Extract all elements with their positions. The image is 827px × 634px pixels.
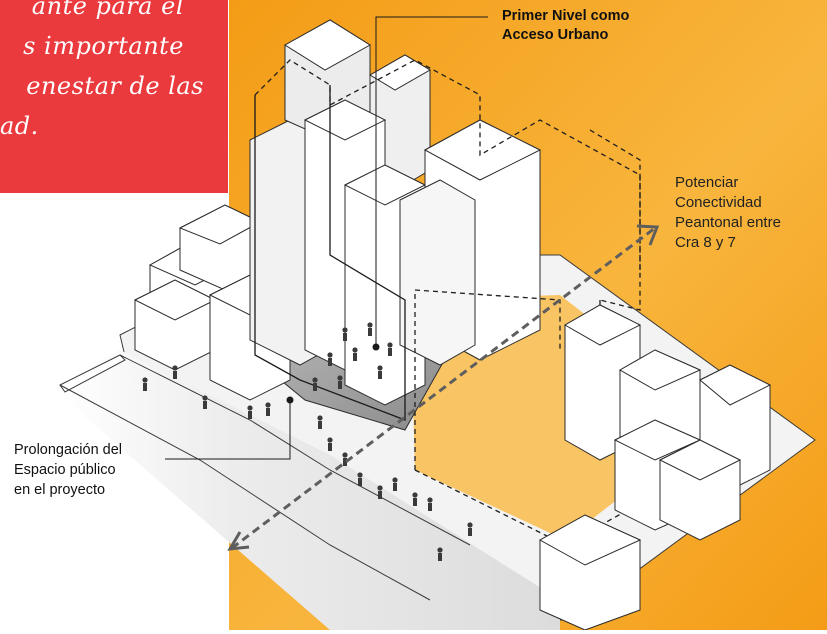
label-line: Acceso Urbano <box>502 27 609 43</box>
leader-lines <box>165 16 488 460</box>
label-line: Prolongación del <box>14 442 123 458</box>
label-line: Primer Nivel como <box>502 8 630 24</box>
tower-frame <box>254 85 406 421</box>
label-line: Conectividad <box>675 194 762 211</box>
quote-line: ad. <box>0 112 39 140</box>
label-line: Espacio público <box>14 462 116 478</box>
label-line: Peantonal entre <box>675 214 781 231</box>
label-primer-nivel: Primer Nivel como Acceso Urbano <box>502 7 629 45</box>
quote-line: enestar de las <box>26 72 204 100</box>
label-prolongacion: Prolongación del Espacio público en el p… <box>14 440 122 500</box>
label-line: en el proyecto <box>14 482 106 498</box>
label-line: Potenciar <box>675 174 739 191</box>
central-towers <box>249 19 542 406</box>
quote-line: ante para el <box>31 0 184 20</box>
label-potenciar: Potenciar Conectividad Peantonal entre C… <box>675 173 781 253</box>
quote-box: ante para el s importante enestar de las… <box>0 0 228 193</box>
label-line: Cra 8 y 7 <box>675 234 736 251</box>
right-buildings <box>538 304 772 631</box>
pedestrians <box>142 322 473 561</box>
quote-line: s importante <box>23 32 184 60</box>
left-buildings <box>133 204 292 401</box>
connectivity-arrow <box>227 224 660 551</box>
